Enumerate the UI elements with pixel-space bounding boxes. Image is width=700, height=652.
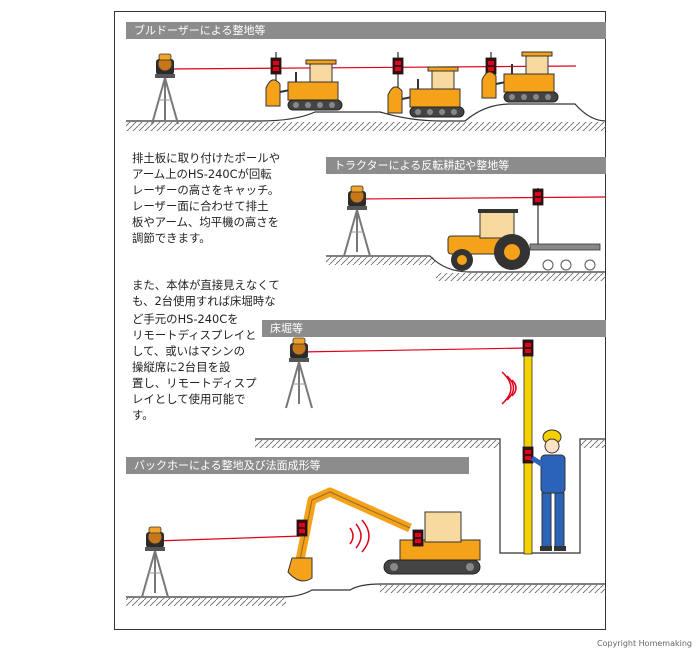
tractor-scene <box>326 185 607 281</box>
text-line: 板やアーム、均平機の高さを <box>132 215 280 229</box>
worker-figure <box>530 429 566 551</box>
description-paragraph-2: また、本体が直接見えなくて も、2台使用すれば床堀時な <box>132 277 280 309</box>
text-line: 置し、リモートディスプ <box>132 376 257 390</box>
text-line: も、2台使用すれば床堀時な <box>132 294 276 308</box>
bulldozer-scene <box>126 51 607 131</box>
text-line: ど手元のHS-240Cを <box>132 312 239 326</box>
copyright-notice: Copyright Homemaking <box>597 639 692 648</box>
section-header-trench: 床堀等 <box>262 320 606 337</box>
section-header-backhoe: バックホーによる整地及び法面成形等 <box>126 457 469 474</box>
backhoe-scene <box>126 487 606 606</box>
laser-beam <box>164 65 577 70</box>
text-line: 操縦席に2台目を設 <box>132 360 231 374</box>
description-paragraph-1: 排土板に取り付けたポールや アーム上のHS-240Cが回転 レーザーの高さをキャ… <box>132 150 280 246</box>
text-line: して、或いはマシンの <box>132 344 245 358</box>
text-line: レイとして使用可能で <box>132 392 246 406</box>
text-line: 排土板に取り付けたポールや <box>132 151 281 165</box>
text-line: アーム上のHS-240Cが回転 <box>132 167 272 181</box>
text-line: レーザー面に合わせて排土 <box>132 199 269 213</box>
text-line: また、本体が直接見えなくて <box>132 278 280 292</box>
text-line: す。 <box>132 408 154 422</box>
description-paragraph-2-cont: ど手元のHS-240Cを リモートディスプレイと して、或いはマシンの 操縦席に… <box>132 311 257 423</box>
section-header-tractor: トラクターによる反転耕起や整地等 <box>326 157 606 174</box>
trench-scene <box>255 337 606 555</box>
text-line: 調節できます。 <box>132 231 211 245</box>
section-header-bulldozer: ブルドーザーによる整地等 <box>126 22 606 39</box>
text-line: リモートディスプレイと <box>132 328 257 342</box>
text-line: レーザーの高さをキャッチ。 <box>132 183 280 197</box>
